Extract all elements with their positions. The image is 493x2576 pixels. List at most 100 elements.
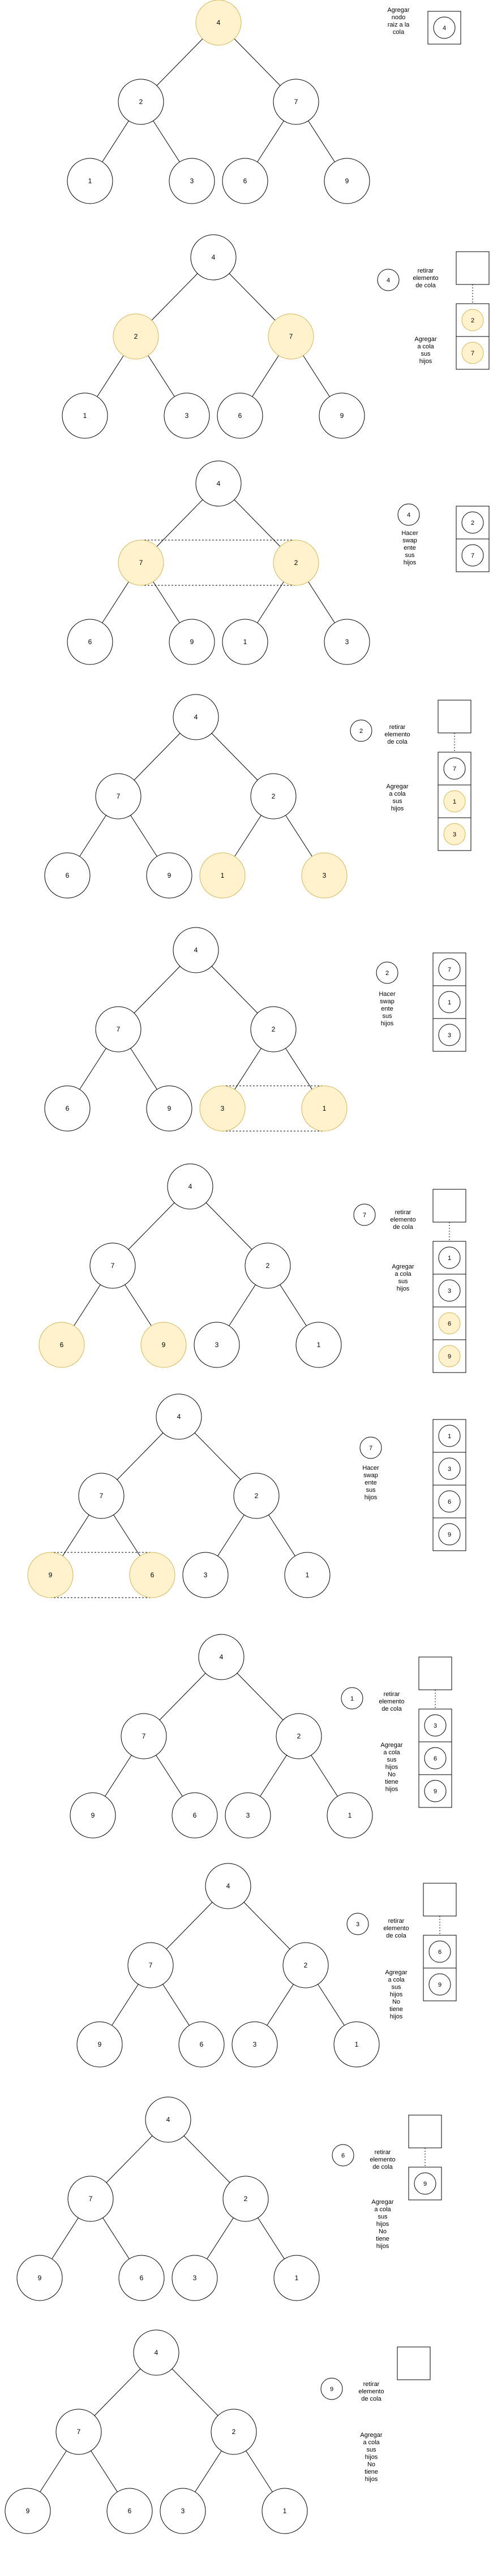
step-note: Agregar a cola sus hijos bbox=[414, 336, 437, 365]
tree-node-label: 2 bbox=[304, 1961, 308, 1969]
dequeued-token: 7 bbox=[353, 1203, 376, 1226]
dequeued-token: 1 bbox=[341, 1687, 363, 1710]
tree-node: 1 bbox=[199, 852, 246, 899]
queue-item-label: 4 bbox=[443, 25, 446, 32]
queue-item: 7 bbox=[461, 544, 484, 567]
tree-node-label: 1 bbox=[283, 2507, 287, 2515]
tree-node-label: 1 bbox=[323, 1104, 327, 1112]
tree-edge bbox=[148, 355, 175, 397]
tree-node-label: 9 bbox=[26, 2507, 30, 2515]
tree-edge bbox=[229, 1284, 256, 1326]
queue-item: 6 bbox=[424, 1747, 447, 1770]
dequeued-token-circle bbox=[346, 1913, 369, 1935]
tree-node-circle bbox=[324, 619, 370, 665]
tree-edge bbox=[205, 1202, 252, 1250]
tree-node: 4 bbox=[195, 460, 242, 507]
tree-node-label: 6 bbox=[140, 2274, 144, 2282]
tree-node-label: 6 bbox=[88, 638, 92, 646]
tree-node-label: 4 bbox=[217, 480, 221, 487]
tree-node: 6 bbox=[172, 1792, 218, 1839]
tree-edge bbox=[246, 2450, 273, 2492]
tree-node-label: 4 bbox=[220, 1653, 224, 1661]
tree-node-circle bbox=[146, 852, 192, 899]
tree-node-circle bbox=[76, 2021, 123, 2068]
queue-item-label: 6 bbox=[434, 1755, 437, 1762]
tree-node-label: 3 bbox=[204, 1571, 208, 1579]
queue-item-circle bbox=[438, 1279, 461, 1302]
queue-item-label: 7 bbox=[471, 350, 474, 357]
queue-item-circle bbox=[433, 16, 456, 39]
tree-edge bbox=[102, 2217, 130, 2259]
queue-item: 9 bbox=[438, 1345, 461, 1367]
queue-item: 4 bbox=[433, 16, 456, 39]
tree-edge bbox=[130, 1048, 157, 1090]
tree-node-label: 7 bbox=[100, 1492, 104, 1500]
tree-edge bbox=[211, 733, 258, 780]
dequeued-token: 4 bbox=[377, 269, 400, 291]
queue-dequeue-slot bbox=[418, 1656, 452, 1690]
tree-node-circle bbox=[261, 2488, 308, 2534]
dequeued-token-circle bbox=[341, 1687, 363, 1710]
tree-edge bbox=[311, 1755, 338, 1797]
tree-node: 3 bbox=[169, 158, 215, 204]
tree-node-circle bbox=[140, 1322, 187, 1368]
tree-node: 9 bbox=[70, 1792, 116, 1839]
step-note: Agregar nodo raiz a la cola bbox=[387, 7, 410, 36]
tree-edge bbox=[234, 499, 281, 547]
tree-node-circle bbox=[172, 2255, 218, 2301]
dequeued-token-circle bbox=[377, 269, 400, 291]
tree-node-label: 4 bbox=[194, 946, 198, 954]
tree-node-label: 7 bbox=[149, 1961, 153, 1969]
queue-item: 9 bbox=[438, 1523, 461, 1546]
tree-node-circle bbox=[5, 2488, 51, 2534]
queue-item-circle bbox=[438, 1425, 461, 1447]
queue-item-label: 6 bbox=[448, 1321, 451, 1327]
tree-edge bbox=[280, 1284, 307, 1326]
tree-node: 4 bbox=[173, 694, 219, 740]
dequeued-token-circle bbox=[353, 1203, 376, 1226]
tree-node: 9 bbox=[319, 392, 365, 439]
tree-node-circle bbox=[327, 1792, 373, 1839]
tree-edge bbox=[102, 120, 129, 162]
queue-item-label: 3 bbox=[448, 1288, 451, 1295]
tree-edge bbox=[112, 1984, 139, 2026]
tree-node: 3 bbox=[232, 2021, 278, 2068]
tree-node-circle bbox=[333, 2021, 380, 2068]
tree-node-label: 6 bbox=[151, 1571, 155, 1579]
tree-node-circle bbox=[273, 540, 319, 586]
tree-node-circle bbox=[27, 1552, 74, 1598]
tree-node-label: 9 bbox=[91, 1811, 95, 1819]
tree-node-label: 3 bbox=[215, 1341, 219, 1349]
dequeued-token: 2 bbox=[350, 719, 372, 742]
tree-node-circle bbox=[301, 852, 348, 899]
queue-item: 7 bbox=[443, 757, 466, 780]
tree-node: 3 bbox=[160, 2488, 206, 2534]
tree-node-label: 9 bbox=[190, 638, 194, 646]
tree-node-label: 6 bbox=[66, 1104, 70, 1112]
queue-item: 7 bbox=[461, 342, 484, 364]
queue-item-circle bbox=[461, 511, 484, 534]
tree-node-circle bbox=[217, 392, 263, 439]
tree-edge bbox=[91, 2450, 118, 2492]
queue-item-circle bbox=[424, 1747, 447, 1770]
tree-edge bbox=[134, 733, 181, 780]
queue-item-label: 6 bbox=[448, 1499, 451, 1505]
tree-node-label: 3 bbox=[190, 177, 194, 185]
tree-node-label: 1 bbox=[221, 871, 225, 879]
tree-node: 6 bbox=[222, 158, 268, 204]
tree-node-circle bbox=[127, 1942, 174, 1988]
tree-edge bbox=[234, 815, 261, 857]
tree-node: 6 bbox=[106, 2488, 153, 2534]
tree-node-circle bbox=[284, 1552, 331, 1598]
tree-node: 7 bbox=[268, 313, 314, 360]
tree-edge bbox=[318, 1984, 345, 2026]
tree-node: 7 bbox=[67, 2176, 114, 2222]
tree-node: 2 bbox=[250, 773, 297, 819]
queue-dequeue-slot bbox=[408, 2115, 442, 2148]
queue-item-circle bbox=[443, 757, 466, 780]
queue-item-label: 1 bbox=[453, 799, 456, 805]
tree-node-circle bbox=[173, 694, 219, 740]
tree-node-circle bbox=[89, 1242, 136, 1289]
